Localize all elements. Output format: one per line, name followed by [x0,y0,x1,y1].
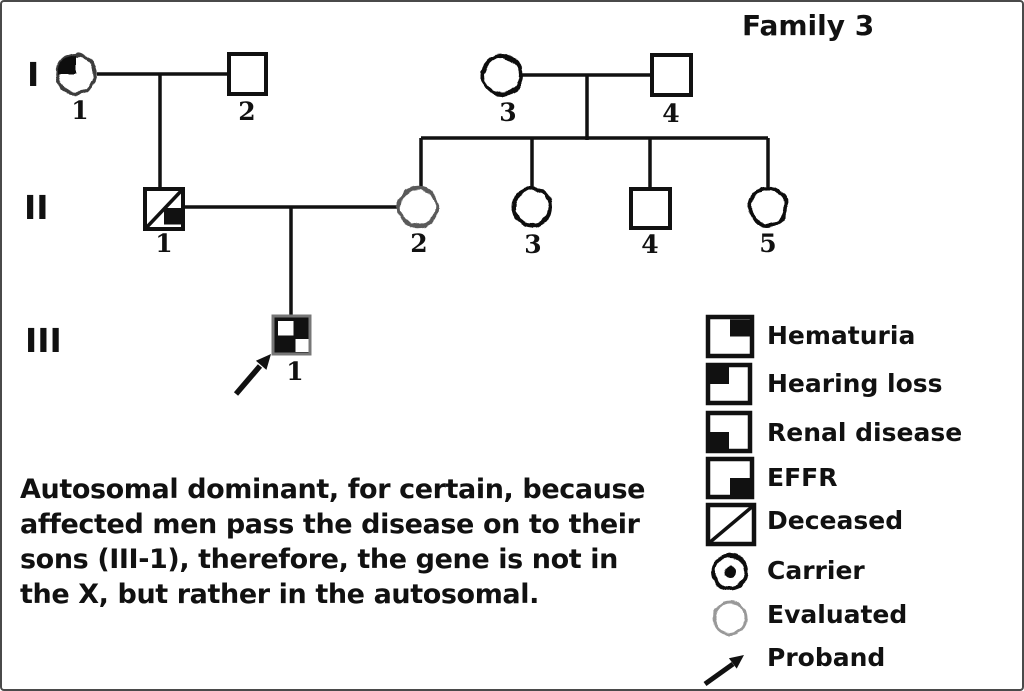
legend-symbol-renal-disease-icon [705,410,753,454]
individual-symbol-I-1 [55,53,97,95]
individual-symbol-I-2 [227,52,268,96]
individual-number-III-1: 1 [286,357,304,386]
generation-label-I: I [27,55,40,94]
individual-symbol-I-3 [481,54,523,96]
legend-symbol-evaluated-icon [712,600,748,636]
legend-label-evaluated: Evaluated [767,600,908,629]
individual-number-I-4: 4 [662,99,680,128]
legend-symbol-hearing-loss-icon [705,362,753,406]
legend-label-renal-disease: Renal disease [767,418,963,447]
individual-symbol-II-5 [747,186,789,228]
legend-label-proband: Proband [767,643,886,672]
individual-symbol-II-3 [511,186,553,228]
legend-symbol-hematuria-icon [705,314,755,359]
caption-line-4: the X, but rather in the autosomal. [20,579,539,610]
caption-line-3: sons (III-1), therefore, the gene is not… [20,544,618,575]
legend-label-hematuria: Hematuria [767,321,916,350]
caption-line-1: Autosomal dominant, for certain, because [20,474,646,505]
individual-symbol-II-4 [629,187,672,230]
legend-label-hearing-loss: Hearing loss [767,369,943,398]
individual-symbol-II-2 [397,186,439,228]
individual-symbol-I-4 [650,53,693,97]
legend-label-deceased: Deceased [767,506,904,535]
individual-number-I-3: 3 [499,98,517,127]
individual-symbol-II-1 [143,187,185,231]
individual-number-II-4: 4 [641,230,659,259]
proband-arrow-icon [233,354,271,396]
generation-label-III: III [25,321,62,360]
individual-symbol-III-1 [271,314,312,356]
caption-line-2: affected men pass the disease on to thei… [20,509,640,540]
individual-number-I-2: 2 [238,97,256,126]
relationship-lines [97,72,770,317]
legend-symbol-proband-icon [703,655,744,687]
individual-number-II-2: 2 [410,229,428,258]
individual-number-I-1: 1 [71,96,89,125]
generation-label-II: II [24,188,49,227]
individual-number-II-3: 3 [524,230,542,259]
legend-symbol-carrier-icon [711,553,749,591]
legend-label-effr: EFFR [767,463,838,492]
legend-label-carrier: Carrier [767,556,865,585]
individual-number-II-1: 1 [155,229,173,258]
figure-title: Family 3 [742,9,875,42]
legend-symbol-deceased-icon [705,502,757,547]
individual-number-II-5: 5 [759,229,777,258]
legend-symbol-effr-icon [705,456,755,500]
